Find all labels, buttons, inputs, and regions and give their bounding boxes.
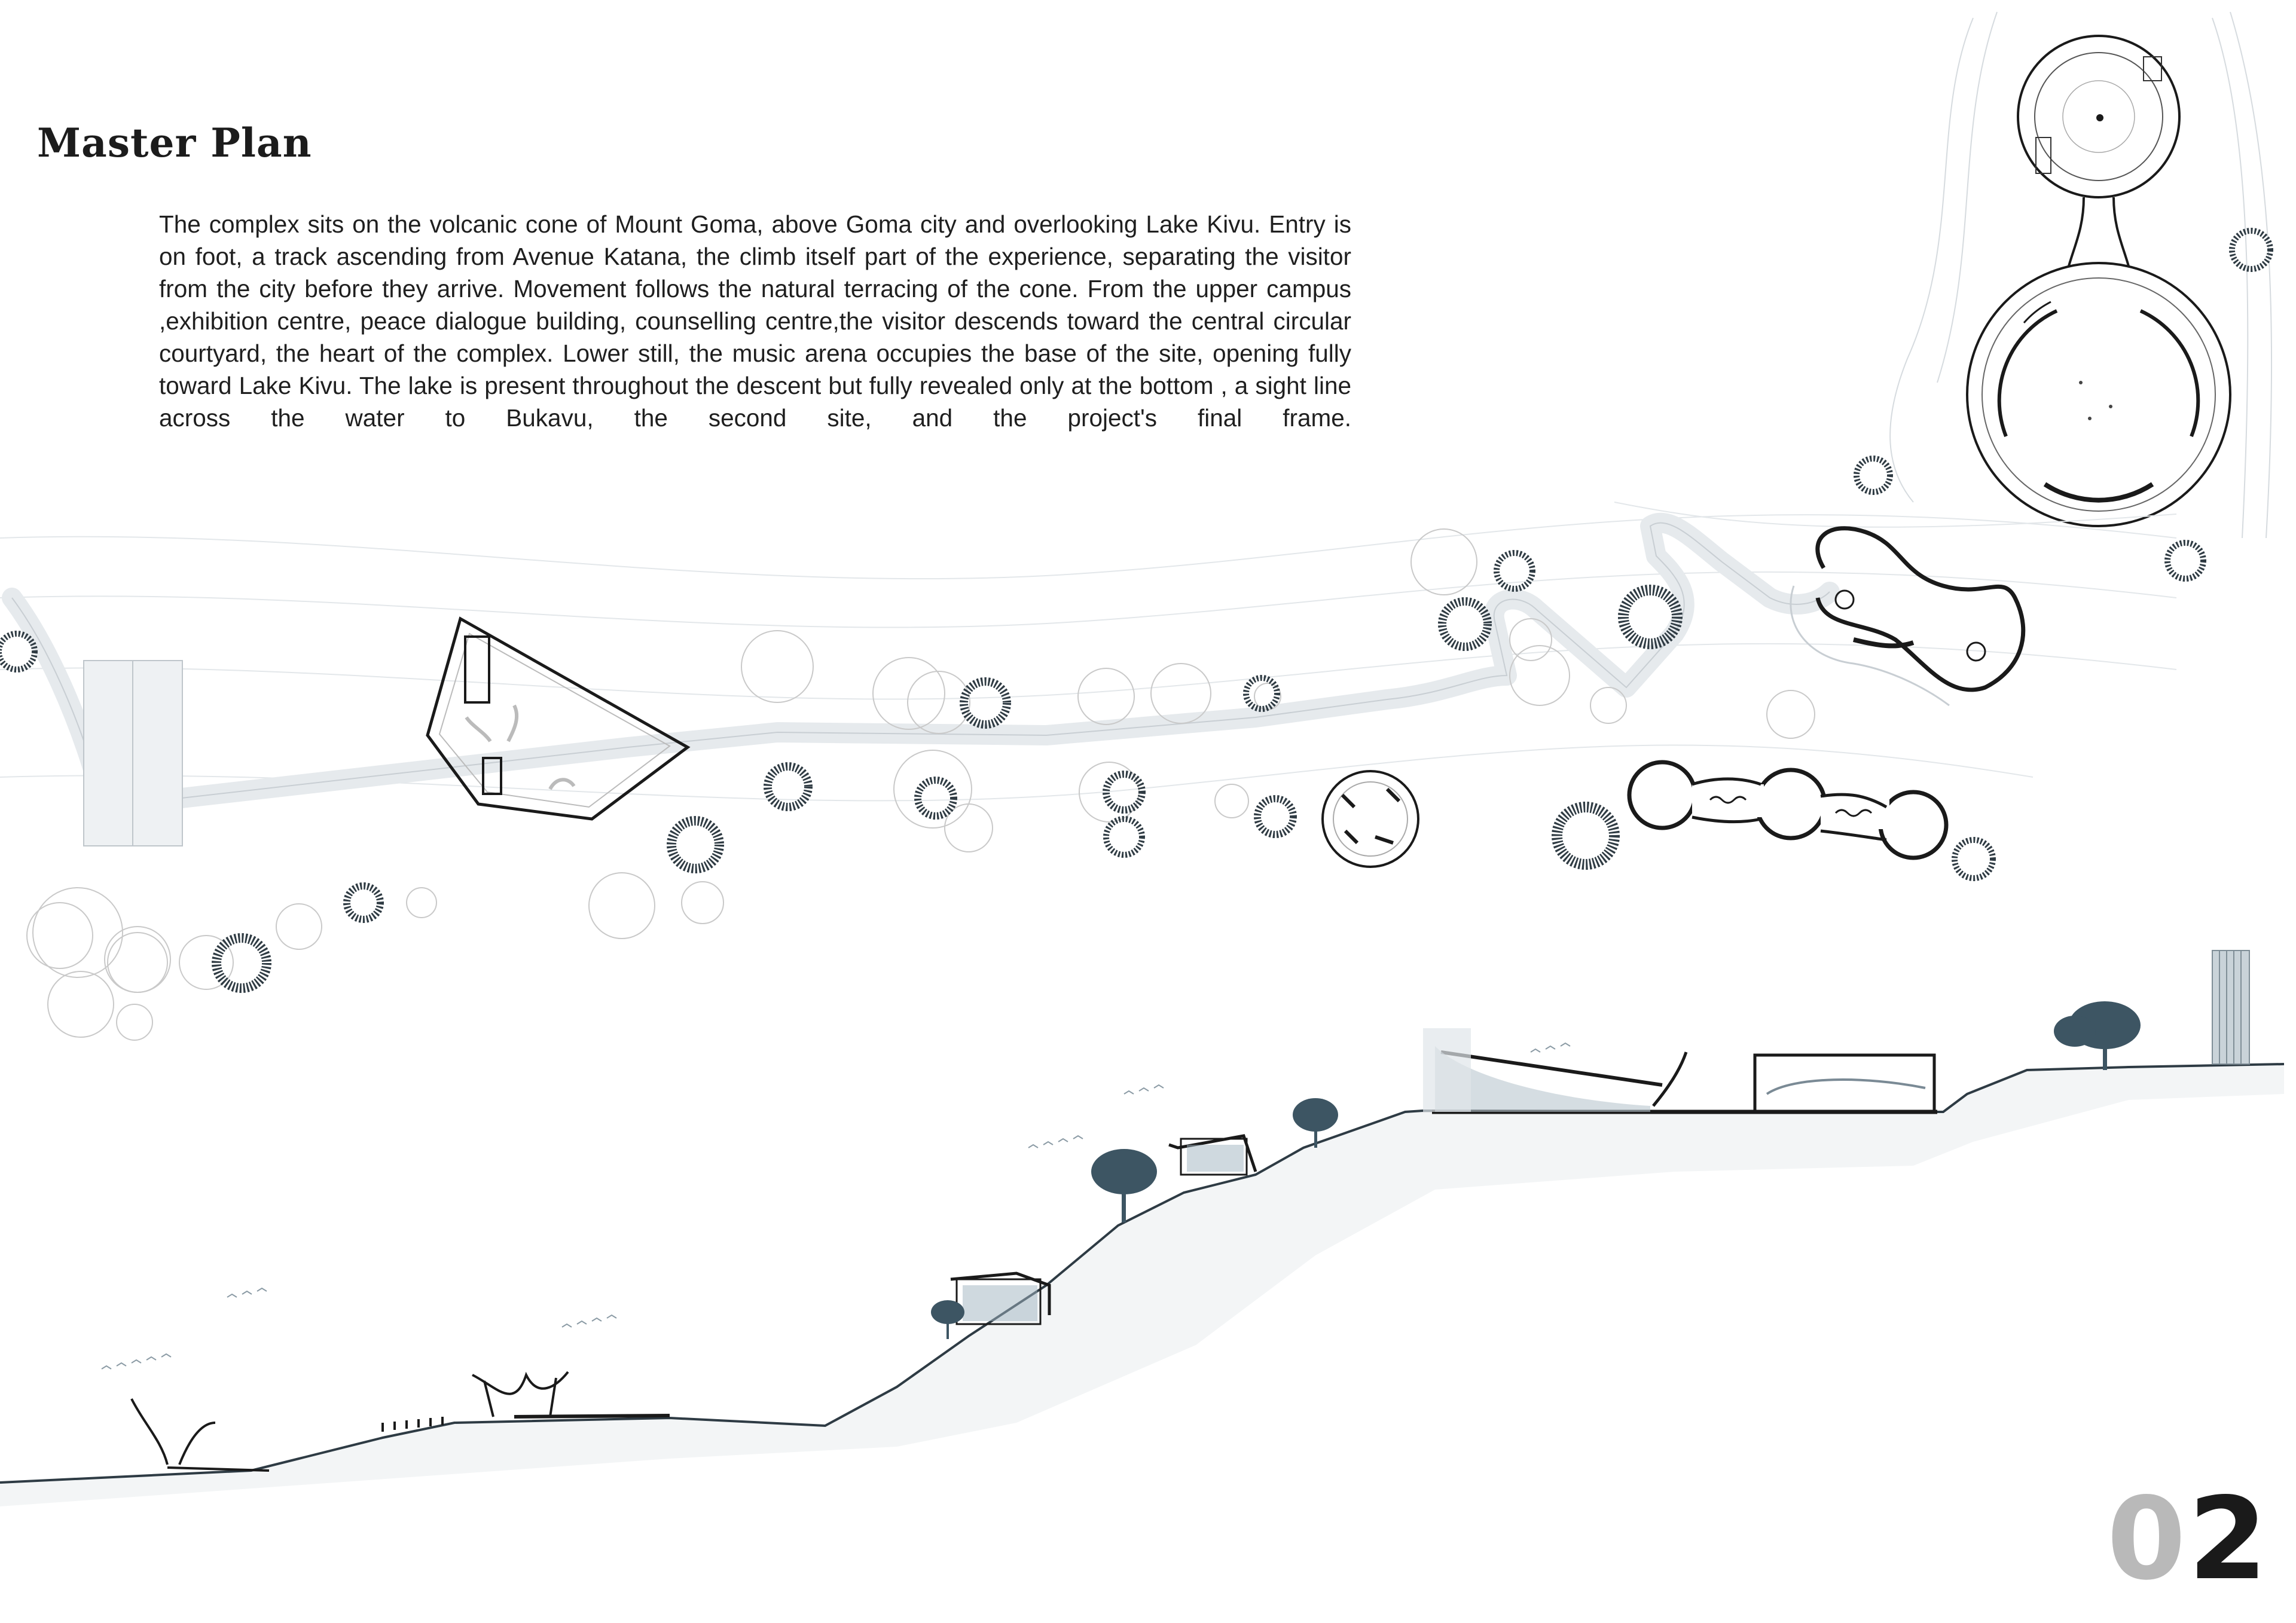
page-number: 02: [2107, 1483, 2270, 1596]
page-number-digit-2: 2: [2188, 1473, 2270, 1605]
page-title: Master Plan: [37, 120, 312, 166]
tree-symbol-icon: [0, 228, 2273, 993]
description-paragraph: The complex sits on the volcanic cone of…: [159, 210, 1351, 432]
page-number-digit-1: 0: [2106, 1473, 2188, 1605]
